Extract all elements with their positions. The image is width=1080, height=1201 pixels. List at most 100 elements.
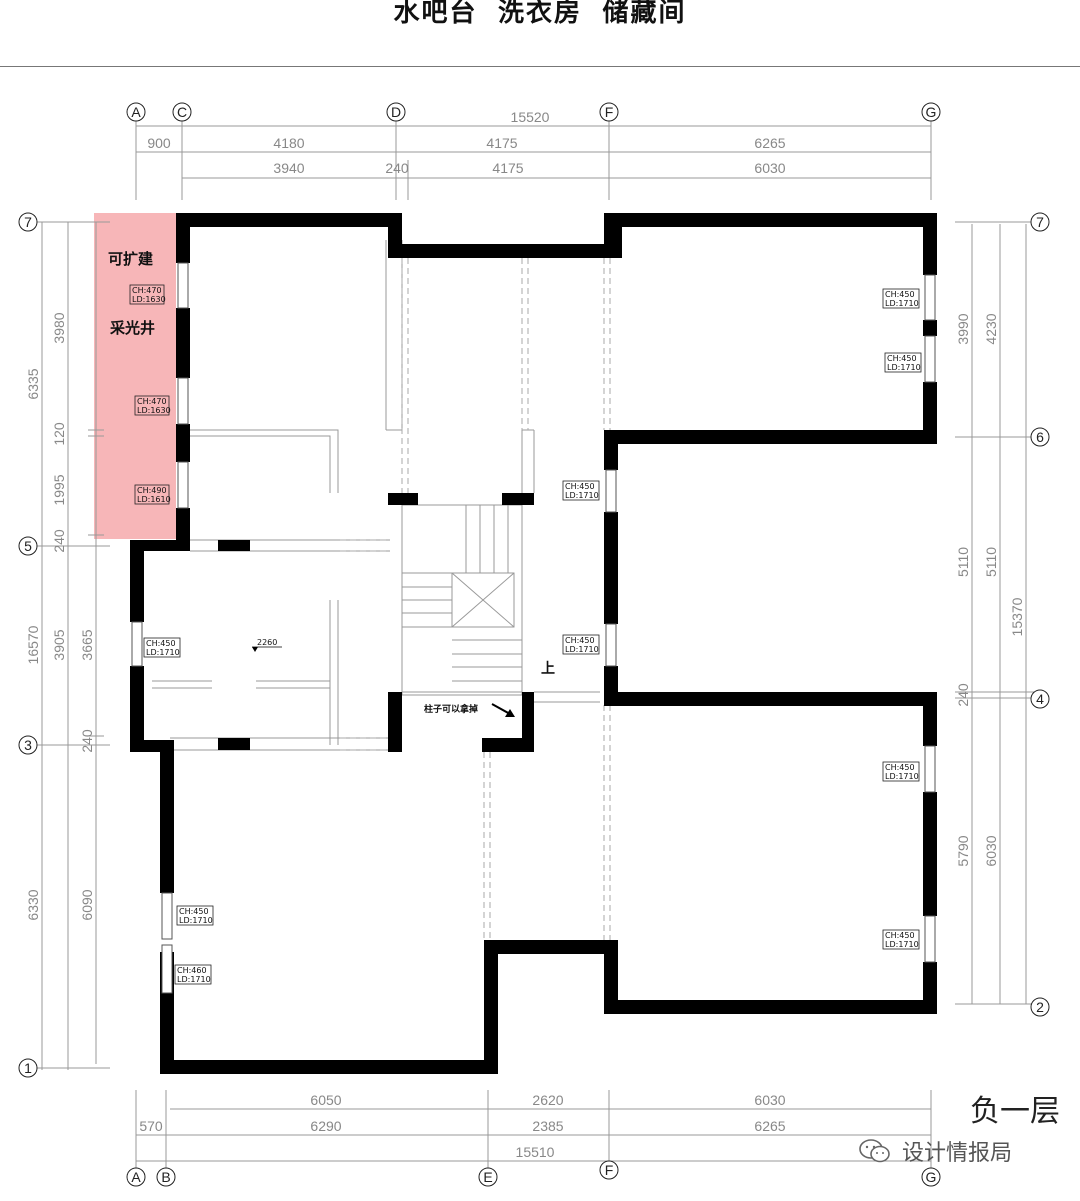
axis-left-1: 1: [24, 1060, 32, 1076]
title-divider: [0, 66, 1080, 67]
dim-top-4: 6265: [754, 135, 785, 151]
dim-right-inner-1: 3990: [955, 313, 971, 344]
axis-right-7: 7: [1036, 214, 1044, 230]
dim-left-inner-2: 120: [51, 422, 67, 446]
dim-right-total: 15370: [1009, 597, 1025, 636]
dim-top-2: 4180: [273, 135, 304, 151]
window-tag-ld: LD:1630: [132, 295, 166, 304]
axis-left-7: 7: [24, 214, 32, 230]
axis-top-g: G: [926, 104, 937, 120]
axis-left-5: 5: [24, 538, 32, 554]
dim-right-inner-3: 240: [955, 683, 971, 707]
window-tag-ld: LD:1710: [887, 363, 921, 372]
stair-up-label: 上: [541, 661, 555, 677]
dim-right-mid-3: 6030: [983, 835, 999, 866]
dim-bottom-6: 2385: [532, 1118, 563, 1134]
dim-top-6: 240: [385, 160, 409, 176]
window-tag-ch: CH:450: [885, 763, 915, 772]
axis-bottom-a: A: [131, 1169, 141, 1185]
dim-left-inner-6: 3665: [79, 629, 95, 660]
window-tag-ld: LD:1710: [179, 916, 213, 925]
dim-left-outer-1: 6335: [25, 368, 41, 399]
axis-top-a: A: [131, 104, 141, 120]
dim-left-inner-3: 1995: [51, 474, 67, 505]
dim-top-3: 4175: [486, 135, 517, 151]
axis-right-4: 4: [1036, 691, 1044, 707]
wechat-icon: [859, 1139, 890, 1163]
dim-top-1: 900: [147, 135, 171, 151]
floor-label: 负一层: [970, 1094, 1060, 1129]
dim-left-inner-1: 3980: [51, 312, 67, 343]
column-note: 柱子可以拿掉: [424, 703, 478, 715]
window-tag-ld: LD:1630: [137, 406, 171, 415]
watermark: 设计情报局: [858, 1135, 1012, 1167]
opening-lines: [340, 258, 611, 940]
axis-bottom-e: E: [483, 1169, 492, 1185]
window-tag-ch: CH:460: [177, 966, 207, 975]
axis-bottom-g: G: [926, 1169, 937, 1185]
dim-bottom-2: 2620: [532, 1092, 563, 1108]
dim-left-inner-4: 240: [51, 529, 67, 553]
axis-top-f: F: [605, 104, 614, 120]
dim-bottom-1: 6050: [310, 1092, 341, 1108]
dim-right-inner-2: 5110: [955, 547, 971, 577]
interior-lines: [152, 240, 600, 751]
title-part-bar: 水吧台: [393, 0, 478, 27]
arrow-icon: [491, 703, 515, 717]
dim-top-5: 3940: [273, 160, 304, 176]
axis-bottom-f: F: [605, 1162, 614, 1178]
dim-bottom-7: 6265: [754, 1118, 785, 1134]
dimension-lines: [34, 118, 1034, 1170]
lightwell-label: 采光井: [109, 319, 155, 337]
dim-bottom-5: 6290: [310, 1118, 341, 1134]
axis-top-c: C: [177, 104, 187, 120]
level-marker-icon: [252, 646, 282, 652]
dim-bottom-total: 15510: [516, 1144, 555, 1160]
axis-bottom-b: B: [161, 1169, 170, 1185]
window-tag-ch: CH:490: [137, 486, 167, 495]
window-tag-ch: CH:450: [565, 636, 595, 645]
page-title: 水吧台 洗衣房 储藏间: [0, 0, 1080, 29]
window-tag-ch: CH:470: [137, 397, 167, 406]
dim-right-mid-1: 4230: [983, 313, 999, 344]
watermark-text: 设计情报局: [902, 1141, 1013, 1166]
dim-right-mid-2: 5110: [983, 547, 999, 577]
dim-top-7: 4175: [492, 160, 523, 176]
walls: [130, 213, 937, 1074]
window-tags: CH:470 LD:1630 CH:470 LD:1630 CH:490 LD:…: [129, 284, 922, 985]
window-tag-ld: LD:1710: [885, 299, 919, 308]
dim-right-inner-4: 5790: [955, 835, 971, 866]
dim-left-inner-7: 240: [79, 729, 95, 753]
axis-left-3: 3: [24, 737, 32, 753]
window-tag-ld: LD:1710: [885, 772, 919, 781]
axis-right-6: 6: [1036, 429, 1044, 445]
window-tag-ld: LD:1710: [565, 645, 599, 654]
window-tag-ch: CH:450: [179, 907, 209, 916]
title-part-storage: 储藏间: [602, 0, 687, 27]
axis-bubbles: [18, 102, 1050, 1187]
title-part-laundry: 洗衣房: [497, 0, 582, 27]
window-tag-ld: LD:1610: [137, 495, 171, 504]
dim-top-8: 6030: [754, 160, 785, 176]
window-tag-ch: CH:450: [885, 290, 915, 299]
axis-right-2: 2: [1036, 999, 1044, 1015]
expandable-label: 可扩建: [108, 250, 154, 268]
axis-top-d: D: [391, 104, 401, 120]
dim-bottom-4: 570: [139, 1118, 163, 1134]
dim-left-outer-3: 6330: [25, 889, 41, 920]
window-frames: [131, 262, 936, 994]
window-tag-ch: CH:450: [885, 931, 915, 940]
window-tag-ld: LD:1710: [565, 491, 599, 500]
window-tag-ch: CH:450: [146, 639, 176, 648]
window-tag-ld: LD:1710: [177, 975, 211, 984]
window-tag-ch: CH:450: [565, 482, 595, 491]
level-label: 2260: [257, 638, 277, 647]
window-tag-ld: LD:1710: [146, 648, 180, 657]
window-tag-ch: CH:470: [132, 286, 162, 295]
dim-left-outer-2: 16570: [25, 625, 41, 664]
dim-left-inner-5: 3905: [51, 629, 67, 660]
window-tag-ld: LD:1710: [885, 940, 919, 949]
dim-left-inner-8: 6090: [79, 889, 95, 920]
dim-top-total: 15520: [511, 109, 550, 125]
